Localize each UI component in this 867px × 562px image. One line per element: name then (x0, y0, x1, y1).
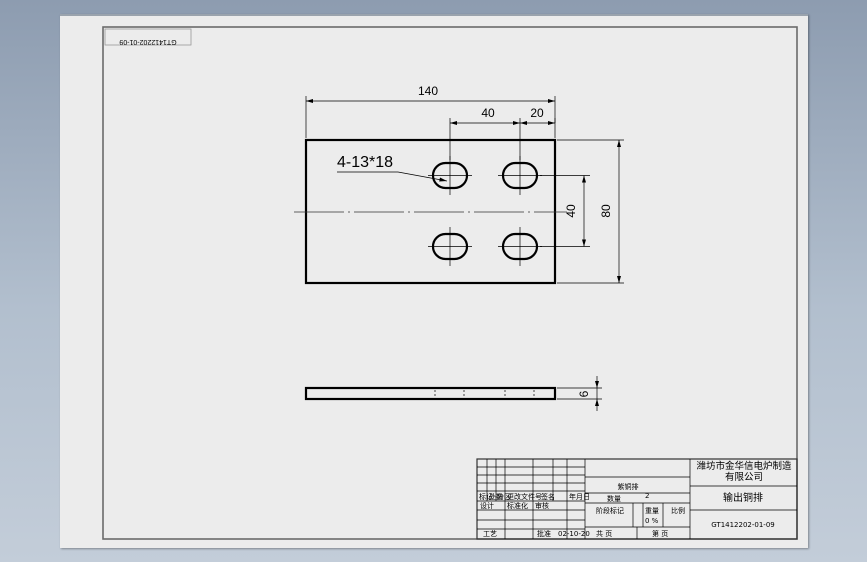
dimension-thickness: 6 (557, 376, 602, 411)
material-row-label: 数量 (607, 494, 621, 503)
front-view: 140 40 20 40 (294, 84, 624, 285)
dim-text-overall-width: 80 (599, 204, 613, 218)
slot-hole-bottom-right (498, 227, 542, 266)
header-zone: 分区 (497, 492, 511, 501)
header-mark: 标记 (479, 492, 493, 501)
dim-text-hole-spacing: 40 (481, 106, 495, 120)
weight-label: 重量 (645, 507, 659, 515)
sheet-top-edge (60, 14, 808, 16)
dimension-row-spacing: 40 (540, 175, 590, 247)
dimension-hole-spacing: 40 (449, 106, 521, 160)
header-count: 处数 (489, 492, 503, 501)
dimension-overall-length: 140 (305, 84, 556, 138)
slot-hole-bottom-left (428, 227, 472, 266)
role-standardize: 标准化 (507, 501, 528, 510)
side-view: 6 (304, 376, 602, 411)
dimension-overall-width: 80 (557, 139, 624, 284)
material-text: 紫铜排 (618, 482, 639, 491)
side-plate-outline (304, 386, 557, 401)
scale-label: 比例 (671, 506, 685, 515)
plate-outline (304, 138, 557, 285)
drawing-border (102, 26, 798, 540)
quantity-value: 2 (645, 492, 649, 500)
role-approve: 批准 (537, 529, 551, 538)
dimension-hole-edge: 20 (520, 106, 556, 125)
slot-hole-top-right (498, 156, 542, 195)
role-design: 设计 (480, 501, 494, 510)
dim-text-row-spacing: 40 (564, 204, 578, 218)
stage-label: 阶段标记 (596, 506, 624, 515)
slot-hole-top-left (428, 156, 472, 195)
corner-code-text: GT1412202-01-09 (119, 38, 176, 45)
sheets-total: 共 页 (596, 529, 612, 538)
header-sign: 签名 (541, 492, 555, 501)
role-standardize-sign: 审核 (535, 501, 549, 510)
part-name: 输出铜排 (723, 491, 763, 504)
header-date: 年月日 (569, 492, 590, 501)
corner-code-box: GT1412202-01-09 (104, 28, 192, 46)
dim-text-hole-edge: 20 (530, 106, 544, 120)
header-change-doc: 更改文件号 (507, 492, 542, 501)
weight-unit: 0 % (645, 517, 659, 525)
hole-callout-text: 4-13*18 (337, 154, 393, 171)
drawing-number: GT1412202-01-09 (711, 521, 775, 529)
dim-text-thickness: 6 (577, 390, 591, 397)
hole-callout: 4-13*18 (337, 154, 448, 182)
company-name: 潍坊市金华信电炉制造有限公司 (696, 461, 792, 483)
sheet-number: 第 页 (652, 529, 668, 538)
dim-text-overall-length: 140 (418, 84, 438, 98)
role-process: 工艺 (483, 530, 497, 538)
date-value: 02-10-20 (558, 530, 590, 538)
title-block: 标记 处数 分区 更改文件号 签名 年月日 设计 标准化 审核 工艺 批准 02… (476, 458, 798, 540)
